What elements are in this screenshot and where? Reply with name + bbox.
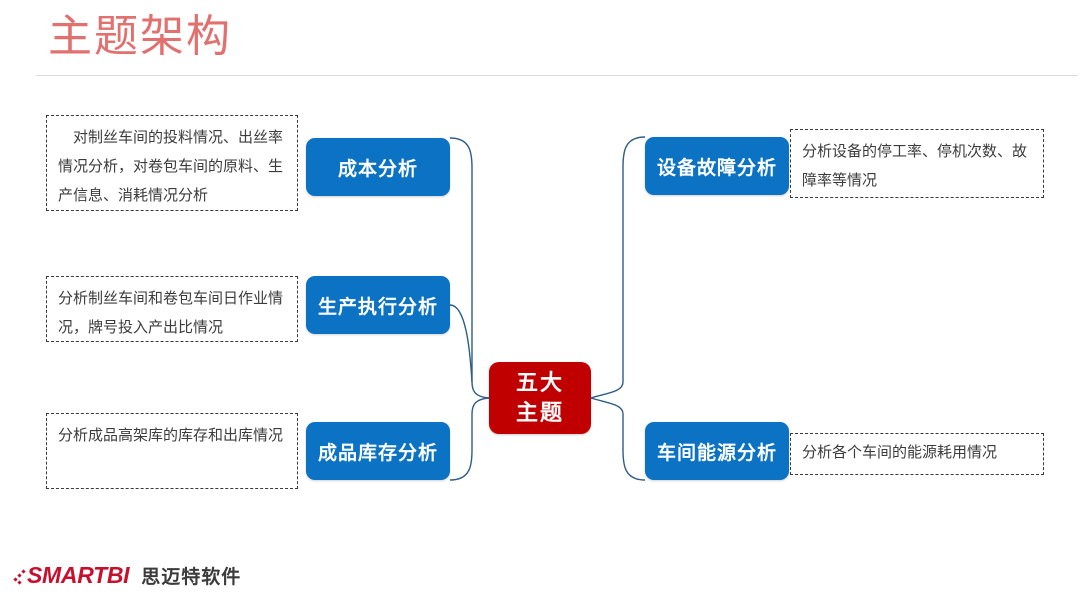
description-cost-analysis: 对制丝车间的投料情况、出丝率情况分析，对卷包车间的原料、生产信息、消耗情况分析 bbox=[46, 115, 298, 211]
node-label: 成品库存分析 bbox=[317, 442, 438, 464]
description-text: 对制丝车间的投料情况、出丝率情况分析，对卷包车间的原料、生产信息、消耗情况分析 bbox=[58, 129, 284, 204]
node-equipment-failure-analysis[interactable]: 设备故障分析 bbox=[645, 137, 789, 195]
node-label: 车间能源分析 bbox=[656, 442, 777, 464]
footer-brand: SMARTBI 思迈特软件 bbox=[13, 560, 242, 590]
center-node-line1: 五大 bbox=[515, 370, 564, 395]
center-node-five-themes[interactable]: 五大 主题 bbox=[489, 362, 591, 434]
description-production-execution: 分析制丝车间和卷包车间日作业情况，牌号投入产出比情况 bbox=[46, 276, 298, 342]
brand-wordmark: SMARTBI bbox=[27, 561, 130, 588]
node-label: 生产执行分析 bbox=[317, 296, 438, 318]
description-text: 分析各个车间的能源耗用情况 bbox=[802, 444, 998, 461]
node-production-execution-analysis[interactable]: 生产执行分析 bbox=[306, 276, 450, 334]
description-text: 分析成品高架库的库存和出库情况 bbox=[58, 427, 284, 444]
node-finished-goods-inventory-analysis[interactable]: 成品库存分析 bbox=[306, 422, 450, 480]
node-label: 设备故障分析 bbox=[656, 157, 777, 179]
page-title: 主题架构 bbox=[48, 12, 232, 61]
description-workshop-energy: 分析各个车间的能源耗用情况 bbox=[790, 433, 1044, 475]
title-divider bbox=[36, 75, 1078, 76]
brand-name-cn: 思迈特软件 bbox=[141, 566, 242, 588]
description-finished-goods-inventory: 分析成品高架库的库存和出库情况 bbox=[46, 413, 298, 489]
mindmap-diagram: 对制丝车间的投料情况、出丝率情况分析，对卷包车间的原料、生产信息、消耗情况分析 … bbox=[0, 90, 1080, 510]
node-label: 成本分析 bbox=[337, 158, 418, 180]
node-workshop-energy-analysis[interactable]: 车间能源分析 bbox=[645, 422, 789, 480]
description-equipment-failure: 分析设备的停工率、停机次数、故障率等情况 bbox=[790, 129, 1044, 198]
description-text: 分析设备的停工率、停机次数、故障率等情况 bbox=[802, 143, 1028, 189]
node-cost-analysis[interactable]: 成本分析 bbox=[306, 138, 450, 196]
description-text: 分析制丝车间和卷包车间日作业情况，牌号投入产出比情况 bbox=[58, 290, 284, 336]
center-node-line2: 主题 bbox=[515, 400, 564, 425]
smartbi-logo-icon bbox=[13, 565, 26, 585]
